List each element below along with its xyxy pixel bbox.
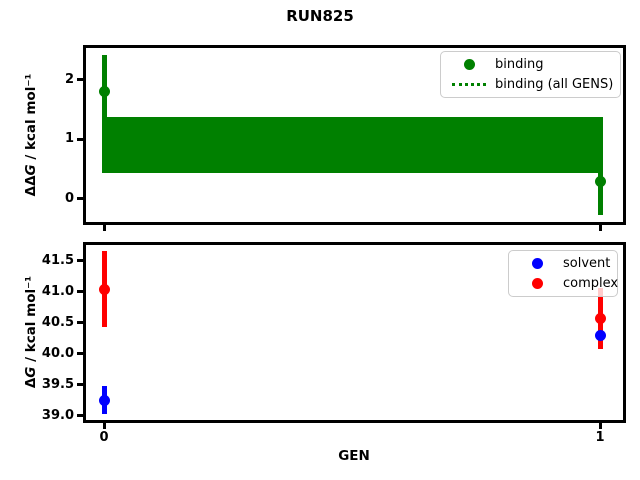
- y-tick-mark: [77, 321, 83, 324]
- bottom-legend: solvent complex: [508, 250, 618, 297]
- x-tick-mark: [102, 423, 106, 429]
- top-y-label-units: / kcal mol⁻¹: [23, 73, 39, 165]
- y-tick-label: 41.0: [41, 283, 74, 299]
- data-point: [98, 86, 110, 98]
- legend-marker-cell: [449, 59, 489, 71]
- legend-marker-cell: [517, 258, 557, 270]
- y-tick-mark: [77, 414, 83, 417]
- confidence-band: [102, 116, 603, 173]
- x-tick-mark: [598, 225, 602, 231]
- y-tick-label: 39.0: [41, 407, 74, 423]
- y-tick-label: 0: [64, 190, 74, 206]
- binding-marker-icon: [463, 59, 475, 71]
- solvent-marker-icon: [531, 258, 543, 270]
- x-tick-label: 0: [99, 430, 109, 445]
- legend-item-complex: complex: [517, 274, 618, 294]
- legend-marker-cell: [517, 277, 557, 289]
- bottom-y-label-symbol: G: [23, 366, 39, 378]
- data-point: [98, 283, 110, 295]
- figure-title: RUN825: [286, 7, 354, 25]
- legend-label-binding-all-gens: binding (all GENS): [495, 76, 614, 92]
- dotted-line-icon: [452, 82, 486, 86]
- legend-label-complex: complex: [563, 275, 619, 291]
- y-tick-label: 41.5: [41, 252, 74, 268]
- y-tick-label: 39.5: [41, 376, 74, 392]
- y-tick-mark: [77, 352, 83, 355]
- y-tick-mark: [77, 78, 83, 81]
- top-y-label-symbol: G: [23, 164, 39, 176]
- x-tick-mark: [598, 423, 602, 429]
- y-tick-label: 2: [64, 71, 74, 87]
- complex-marker-icon: [531, 277, 543, 289]
- data-point: [594, 330, 606, 342]
- x-tick-label: 1: [595, 430, 605, 445]
- y-tick-mark: [77, 290, 83, 293]
- y-tick-mark: [77, 137, 83, 141]
- bottom-axes-frame: [83, 242, 626, 423]
- legend-label-solvent: solvent: [563, 256, 611, 272]
- legend-label-binding: binding: [495, 57, 544, 73]
- y-tick-mark: [77, 383, 83, 386]
- y-tick-mark: [77, 197, 83, 200]
- x-axis-label: GEN: [338, 448, 370, 464]
- legend-item-binding-all-gens: binding (all GENS): [449, 75, 614, 95]
- legend-marker-cell: [449, 82, 489, 86]
- legend-item-solvent: solvent: [517, 254, 611, 274]
- top-legend: binding binding (all GENS): [440, 51, 621, 98]
- y-tick-label: 1: [64, 131, 74, 146]
- legend-item-binding: binding: [449, 55, 612, 75]
- y-tick-mark: [77, 259, 83, 262]
- top-axes-frame: [83, 45, 626, 225]
- y-tick-label: 40.0: [41, 345, 74, 361]
- data-point: [98, 394, 110, 406]
- data-point: [594, 312, 606, 324]
- y-tick-label: 40.5: [41, 314, 74, 330]
- data-point: [594, 176, 606, 188]
- x-tick-mark: [102, 225, 106, 231]
